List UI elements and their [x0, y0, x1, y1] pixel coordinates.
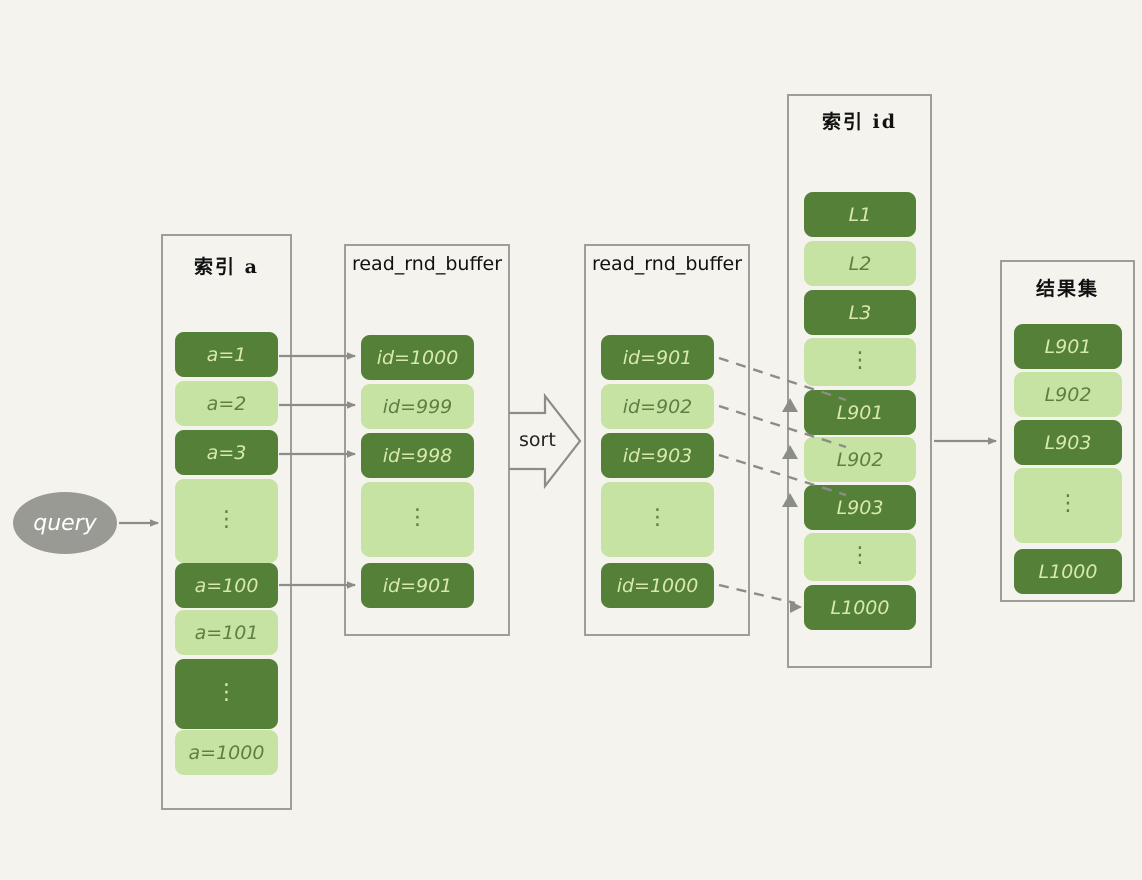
cell-index-a-1: a=2: [175, 381, 278, 426]
sort-label: sort: [519, 429, 556, 451]
cell-rrb-unsorted-1: id=999: [361, 384, 474, 429]
cell-result-2: L903: [1014, 420, 1122, 465]
cell-result-1: L902: [1014, 372, 1122, 417]
cell-rrb-sorted-4: id=1000: [601, 563, 714, 608]
cell-index-id-0: L1: [804, 192, 916, 237]
cell-result-0: L901: [1014, 324, 1122, 369]
cell-result-4: L1000: [1014, 549, 1122, 594]
panel-result-set: [1000, 260, 1135, 602]
cell-index-a-2: a=3: [175, 430, 278, 475]
cell-index-a-4: a=100: [175, 563, 278, 608]
cell-index-id-1: L2: [804, 241, 916, 286]
cell-index-id-5: L902: [804, 437, 916, 482]
cell-index-id-8: L1000: [804, 585, 916, 630]
cell-result-3: ⋮: [1014, 468, 1122, 543]
cell-rrb-unsorted-3: ⋮: [361, 482, 474, 557]
cell-index-a-5: a=101: [175, 610, 278, 655]
cell-rrb-sorted-0: id=901: [601, 335, 714, 380]
panel-result-set-title: 结果集: [1035, 278, 1099, 300]
panel-index-id-title: 索引 id: [821, 111, 898, 133]
query-node: query: [13, 492, 117, 554]
panel-read-rnd-buffer-unsorted-title: read_rnd_buffer: [351, 253, 503, 275]
panel-index-a-title: 索引 a: [194, 256, 259, 278]
cell-index-id-3: ⋮: [804, 338, 916, 386]
cell-index-a-6: ⋮: [175, 659, 278, 729]
cell-rrb-unsorted-4: id=901: [361, 563, 474, 608]
cell-index-id-7: ⋮: [804, 533, 916, 581]
cell-rrb-unsorted-2: id=998: [361, 433, 474, 478]
cell-rrb-sorted-1: id=902: [601, 384, 714, 429]
cell-rrb-sorted-3: ⋮: [601, 482, 714, 557]
cell-index-id-6: L903: [804, 485, 916, 530]
cell-index-a-0: a=1: [175, 332, 278, 377]
cell-index-id-2: L3: [804, 290, 916, 335]
panel-index-a: [161, 234, 292, 810]
cell-index-a-7: a=1000: [175, 730, 278, 775]
cell-rrb-sorted-2: id=903: [601, 433, 714, 478]
panel-read-rnd-buffer-sorted-title: read_rnd_buffer: [591, 253, 743, 275]
cell-rrb-unsorted-0: id=1000: [361, 335, 474, 380]
cell-index-a-3: ⋮: [175, 479, 278, 563]
query-label: query: [33, 510, 97, 536]
cell-index-id-4: L901: [804, 390, 916, 435]
